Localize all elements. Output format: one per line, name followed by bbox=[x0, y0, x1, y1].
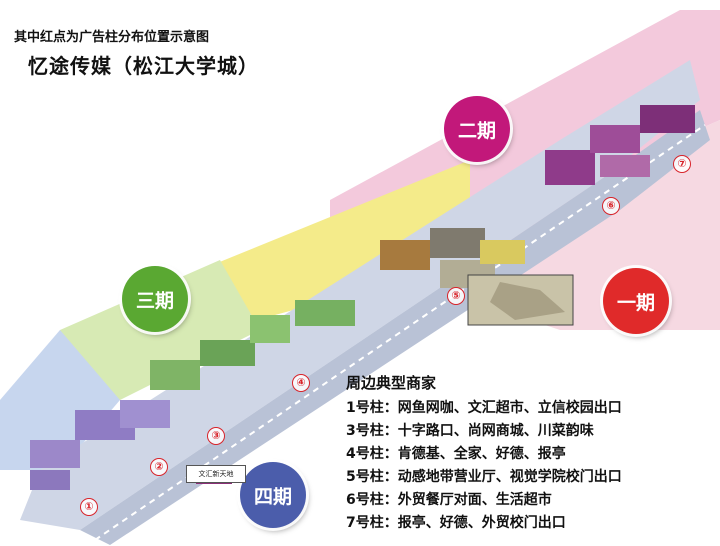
merchant-row-7: 7号柱：报亭、好德、外贸校门出口 bbox=[346, 515, 566, 531]
zone-band-yellow bbox=[200, 160, 470, 330]
ad-pillar-6-marker[interactable]: ⑥ bbox=[602, 197, 620, 215]
buildings-phase1-box bbox=[467, 274, 574, 326]
ad-pillar-3-marker[interactable]: ③ bbox=[207, 427, 225, 445]
merchant-list-title: 周边典型商家 bbox=[346, 374, 437, 392]
road-strip bbox=[80, 110, 710, 545]
ad-pillar-7-marker[interactable]: ⑦ bbox=[673, 155, 691, 173]
buildings-phase3 bbox=[150, 300, 355, 390]
merchant-row-1: 1号柱：网鱼网咖、文汇超市、立信校园出口 bbox=[346, 400, 622, 416]
map-note: 其中红点为广告柱分布位置示意图 bbox=[14, 30, 210, 45]
phase-badge-2: 二期 bbox=[444, 96, 510, 162]
building-strip bbox=[20, 60, 700, 530]
page-title: 忆途传媒（松江大学城） bbox=[28, 54, 259, 78]
phase-badge-1: 一期 bbox=[603, 268, 669, 334]
buildings-phase4 bbox=[30, 400, 170, 490]
ad-pillar-1-marker[interactable]: ① bbox=[80, 498, 98, 516]
phase-badge-3: 三期 bbox=[122, 266, 188, 332]
plaza-label: 文汇新天地 bbox=[186, 465, 246, 483]
merchant-row-6: 6号柱：外贸餐厅对面、生活超市 bbox=[346, 492, 552, 508]
ad-pillar-2-marker[interactable]: ② bbox=[150, 458, 168, 476]
buildings-phase2 bbox=[545, 105, 695, 185]
ad-pillar-4-marker[interactable]: ④ bbox=[292, 374, 310, 392]
merchant-row-4: 4号柱：肯德基、全家、好德、报亭 bbox=[346, 446, 566, 462]
merchant-row-5: 5号柱：动感地带营业厅、视觉学院校门出口 bbox=[346, 469, 622, 485]
merchant-row-3: 3号柱：十字路口、尚网商城、川菜韵味 bbox=[346, 423, 594, 439]
ad-pillar-5-marker[interactable]: ⑤ bbox=[447, 287, 465, 305]
phase-badge-4: 四期 bbox=[240, 462, 306, 528]
merchant-list: 周边典型商家 1号柱：网鱼网咖、文汇超市、立信校园出口 3号柱：十字路口、尚网商… bbox=[346, 372, 716, 535]
